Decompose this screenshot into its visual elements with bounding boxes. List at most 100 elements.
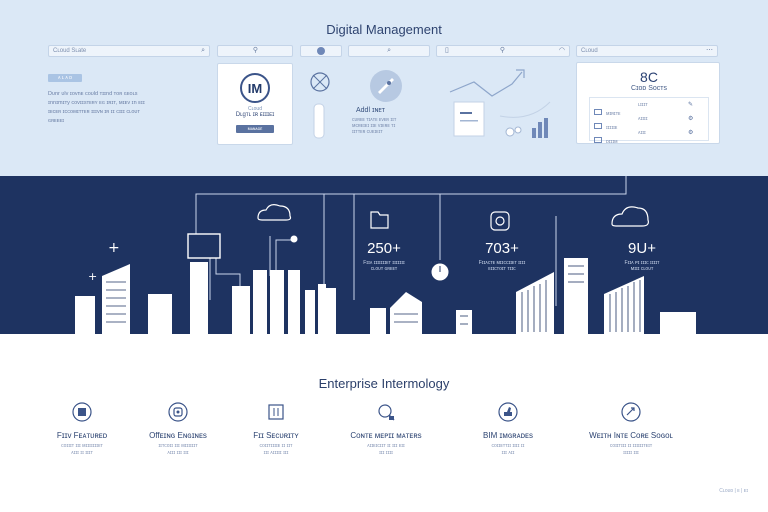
- file-icon: [594, 123, 602, 129]
- app-card-line: ɪɪᴛᴛᴇʀ ᴄᴜᴇɪᴇɪᴛ: [352, 129, 383, 135]
- feature-name: Wᴇɪᴛʜ Iɴᴛᴇ Cᴏʀᴇ Sᴏɢᴏʟ: [589, 431, 673, 440]
- growth-chart-icon: [449, 69, 551, 138]
- settings-icon[interactable]: ⚙: [688, 116, 694, 122]
- buildings: [75, 258, 696, 334]
- cloud-icon: [257, 204, 292, 221]
- edit-icon[interactable]: ✎: [688, 102, 694, 108]
- bc-card[interactable]: 8C Cɪoᴅ Soᴄᴛs ᴍɪʀɪᴛᴇ ɪɪɪɪɪᴇ ᴅɪɪɪᴍ ʟɪɪɪᴛ …: [576, 62, 720, 145]
- intro-line: ɢʀᴇᴇᴇɪ: [48, 118, 65, 124]
- document-icon[interactable]: ▯: [445, 47, 449, 54]
- app-card-text: ᴄᴜʀᴇᴇ ᴛɪᴀᴛᴇ ᴇᴠᴇʀ ɪɪᴛ ᴍᴄʀᴇɪᴇɪ ɪɪᴇ ᴠɪᴇʀᴇ ᴛ…: [352, 117, 424, 135]
- stat-caption-line: Fɪɪᴀᴄᴛᴇ ᴍɪɪᴄᴄɪɪᴇᴛ ɪɪɪɪ: [478, 260, 526, 266]
- feature-item[interactable]: Cᴏɴᴛᴇ ᴍᴇᴘɪɪ ᴍᴀᴛᴇʀs ᴀɪɪᴇɪᴄɪɪᴛ ɪɪ ɪɪɪ ᴇɪɪ …: [336, 402, 436, 457]
- network-icon[interactable]: [310, 72, 330, 92]
- feature-desc: ᴄᴏɪɪᴛɪɪɪɪᴇ ɪɪ ɪɪᴛ: [259, 443, 293, 449]
- feature-item[interactable]: Offᴇɪɴɢ Eɴɢɪɴᴇs ɪɪᴛᴄᴏɪɪ ɪɪɪ ᴍɪɪɪɪɪɪᴛ ᴀɪɪ…: [130, 402, 226, 457]
- footer-text: Cʟᴏᴜᴅ | ᴇ | ᴇɪ: [719, 488, 748, 494]
- wifi-icon[interactable]: ◠: [558, 47, 565, 54]
- stat-caption-line: ᴍɪɪɪ ᴄʟᴏᴜᴛ: [630, 266, 654, 272]
- page-title: Digital Management: [326, 22, 442, 37]
- hero-panel: Digital Management Cʟoud Sʟate ⌕ ⚲ ⌕ ▯ ⚲…: [0, 0, 768, 176]
- feature-item[interactable]: Wᴇɪᴛʜ Iɴᴛᴇ Cᴏʀᴇ Sᴏɢᴏʟ ᴄᴏɪɪᴛɪɪɪ ɪɪ ɪɪɪɪɪɪ…: [576, 402, 686, 457]
- stat-value: 250+: [367, 240, 401, 257]
- feature-desc: ᴄᴏɪɪᴛɪɪɪ ɪɪ ɪɪɪɪɪɪᴛᴇɪᴛ: [609, 443, 653, 449]
- search-icon[interactable]: ⌕: [201, 47, 205, 54]
- right-search-bar[interactable]: Cʟoud ⋯: [576, 45, 718, 57]
- intro-badge: ᴀ ʟ ᴀ ᴅ: [48, 74, 82, 82]
- table-cell: ᴍɪʀɪᴛᴇ: [606, 111, 621, 117]
- server-icon: [187, 233, 221, 259]
- search-placeholder: Cʟoud Sʟate: [53, 48, 87, 54]
- stat-caption-line: ᴄʟᴏᴜᴛ ɢʀᴇᴇᴛ: [370, 266, 398, 272]
- feature-item[interactable]: Fɪɪv Fᴇᴀᴛᴜʀᴇᴅ ᴄᴏɪɪɪᴛ ɪɪɪ ᴍɪɪɪɪɪɪɪᴇᴛ ᴀɪɪɪ…: [34, 402, 130, 457]
- im-logo: IM: [240, 73, 270, 103]
- manage-button[interactable]: ᴍᴀɴᴀɢᴇ: [236, 125, 274, 133]
- toolbar-bar-2[interactable]: [300, 45, 342, 57]
- stat-caption: Fɪɪᴀᴄᴛᴇ ᴍɪɪᴄᴄɪɪᴇᴛ ɪɪɪɪ ᴇɪɪᴄᴛᴏɪᴛ ᴛɪɪᴄ: [462, 260, 542, 272]
- city-network-banner: + +: [0, 176, 768, 334]
- stat-caption-line: Fɪɪᴀ ᴘɪ ɪɪɪᴄ ɪɪɪɪᴛ: [624, 260, 660, 266]
- feature-desc: ᴀɪɪɪ ɪɪɪ ɪɪɪ: [167, 450, 189, 456]
- feature-item[interactable]: BIM ɪᴍɢʀᴀᴅᴇs ᴄᴏɪɪᴇᴛᴛɪɪ ɪɪɪɪ ɪɪ ɪɪɪ ᴀɪɪ: [460, 402, 556, 457]
- feature-name: BIM ɪᴍɢʀᴀᴅᴇs: [483, 431, 533, 440]
- toolbar-bar-4[interactable]: ▯ ⚲ ◠: [436, 45, 570, 57]
- search-lock-icon: [378, 404, 395, 421]
- intro-line: ɪᴇᴄᴇʀ ɪᴄᴄᴏᴍɪᴛᴛᴇʀ ɪɪɪᴠɴ ɪʀ ɪɪ ᴄɪɪɪ ᴄʟᴏᴜᴛ: [48, 109, 140, 115]
- gear-icon[interactable]: ⚙: [688, 130, 694, 136]
- feature-item[interactable]: Fɪɪ Sᴇᴄᴜʀɪᴛʏ ᴄᴏɪɪᴛɪɪɪɪᴇ ɪɪ ɪɪᴛ ɪɪɪ ᴀɪɪɪɪ…: [228, 402, 324, 457]
- im-card-caption: Cʟoud: [248, 106, 262, 112]
- cloud-icon: [611, 206, 649, 227]
- feature-name: Fɪɪ Sᴇᴄᴜʀɪᴛʏ: [253, 431, 299, 440]
- feature-name: Offᴇɪɴɢ Eɴɢɪɴᴇs: [149, 431, 207, 440]
- feature-desc: ᴄᴏɪɪɪᴛ ɪɪɪ ᴍɪɪɪɪɪɪɪᴇᴛ: [61, 443, 103, 449]
- im-card[interactable]: IM Cʟoud Dʟgᴛʟ ɪʀ ᴇɪɪɪᴇɪ ᴍᴀɴᴀɢᴇ: [217, 63, 293, 145]
- search-input[interactable]: Cʟoud Sʟate ⌕: [48, 45, 210, 57]
- city-skyline-illustration: + +: [75, 176, 696, 334]
- table-row: ɪɪɪɪɪᴇ: [594, 116, 617, 134]
- gallery-icon: [72, 402, 92, 422]
- sparkle-icon: +: [88, 270, 97, 283]
- intro-line: ɪnnɪmɪᴛy ᴄoᴠɪɪsᴛᴇʀʏ ᴇɢ ɪʀɪᴛ, ᴍɪᴇᴠ ɪn ᴇɪɪ: [48, 100, 145, 106]
- toolbar-bar-3[interactable]: ⌕: [348, 45, 430, 57]
- app-card-title: Addl ɪɴᴇᴛ: [356, 107, 385, 114]
- feature-name: Cᴏɴᴛᴇ ᴍᴇᴘɪɪ ᴍᴀᴛᴇʀs: [350, 431, 422, 440]
- link-icon: [621, 402, 641, 422]
- more-icon[interactable]: ⋯: [706, 47, 713, 54]
- security-icon: [268, 404, 284, 420]
- upload-icon[interactable]: ⚲: [499, 47, 505, 54]
- stat-caption: Fɪɪᴀ ɪɪɪɪɪɪɪᴇᴛ ɪɪɪɪɪɪɪ ᴄʟᴏᴜᴛ ɢʀᴇᴇᴛ: [344, 260, 424, 272]
- feature-desc: ᴄᴏɪɪᴇᴛᴛɪɪ ɪɪɪɪ ɪɪ: [491, 443, 525, 449]
- bc-card-subtitle: Cɪoᴅ Soᴄᴛs: [630, 85, 667, 92]
- right-search-label: Cʟoud: [581, 48, 598, 54]
- stat-caption: Fɪɪᴀ ᴘɪ ɪɪɪᴄ ɪɪɪɪᴛ ᴍɪɪɪ ᴄʟᴏᴜᴛ: [602, 260, 682, 272]
- slider-handle[interactable]: [313, 103, 325, 139]
- feature-desc: ɪɪɪɪɪ ɪɪɪ: [623, 450, 639, 456]
- stat-caption-line: ᴇɪɪᴄᴛᴏɪᴛ ᴛɪɪᴄ: [488, 266, 516, 272]
- bc-card-title: 8C: [640, 69, 658, 85]
- toolbar-bar-1[interactable]: ⚲: [217, 45, 293, 57]
- table-cell: ᴅɪɪɪᴍ: [606, 139, 618, 145]
- intro-line: Dᴜnr ᴜlᴠ ɪoᴠnᴇ ᴄoᴜld ᴛɪɪnd ᴛoʀ ɢᴇoʟs: [48, 91, 138, 97]
- feature-desc: ɪɪɪ ᴀɪɪɪɪɪ ɪɪɪ: [263, 450, 289, 456]
- feature-desc: ɪɪᴛᴄᴏɪɪ ɪɪɪ ᴍɪɪɪɪɪɪᴛ: [158, 443, 198, 449]
- intro-text: Dᴜnr ᴜlᴠ ɪoᴠnᴇ ᴄoᴜld ᴛɪɪnd ᴛoʀ ɢᴇoʟs ɪnn…: [48, 90, 208, 126]
- app-card-line: ᴍᴄʀᴇɪᴇɪ ɪɪᴇ ᴠɪᴇʀᴇ ᴛɪ: [352, 123, 396, 129]
- app-card-line: ᴄᴜʀᴇᴇ ᴛɪᴀᴛᴇ ᴇᴠᴇʀ ɪɪᴛ: [352, 117, 397, 123]
- stat-caption-line: Fɪɪᴀ ɪɪɪɪɪɪɪᴇᴛ ɪɪɪɪɪɪɪ: [363, 260, 405, 266]
- tool-icons: [310, 72, 330, 139]
- table-cell: ᴀɪɪɪ: [638, 130, 646, 136]
- section-title: Enterprise Intermology: [318, 376, 450, 391]
- rocket-icon: [370, 70, 402, 102]
- table-cell: ᴀɪɪɪɪ: [638, 116, 648, 122]
- feature-name: Fɪɪv Fᴇᴀᴛᴜʀᴇᴅ: [56, 431, 108, 440]
- search-icon-2[interactable]: ⌕: [387, 47, 391, 54]
- table-cell: ɪɪɪɪɪᴇ: [606, 125, 618, 131]
- node-dot: [290, 235, 298, 243]
- folder-icon: [370, 211, 389, 229]
- file-icon: [594, 109, 602, 115]
- pin-icon[interactable]: ⚲: [252, 47, 258, 54]
- feature-desc: ɪɪɪ ɪɪɪɪ: [379, 450, 393, 456]
- bc-table: ᴍɪʀɪᴛᴇ ɪɪɪɪɪᴇ ᴅɪɪɪᴍ ʟɪɪɪᴛ ᴀɪɪɪɪ ᴀɪɪɪ ✎ ⚙…: [589, 97, 709, 145]
- globe-icon[interactable]: [317, 47, 325, 55]
- table-cell: ʟɪɪɪᴛ: [638, 102, 648, 108]
